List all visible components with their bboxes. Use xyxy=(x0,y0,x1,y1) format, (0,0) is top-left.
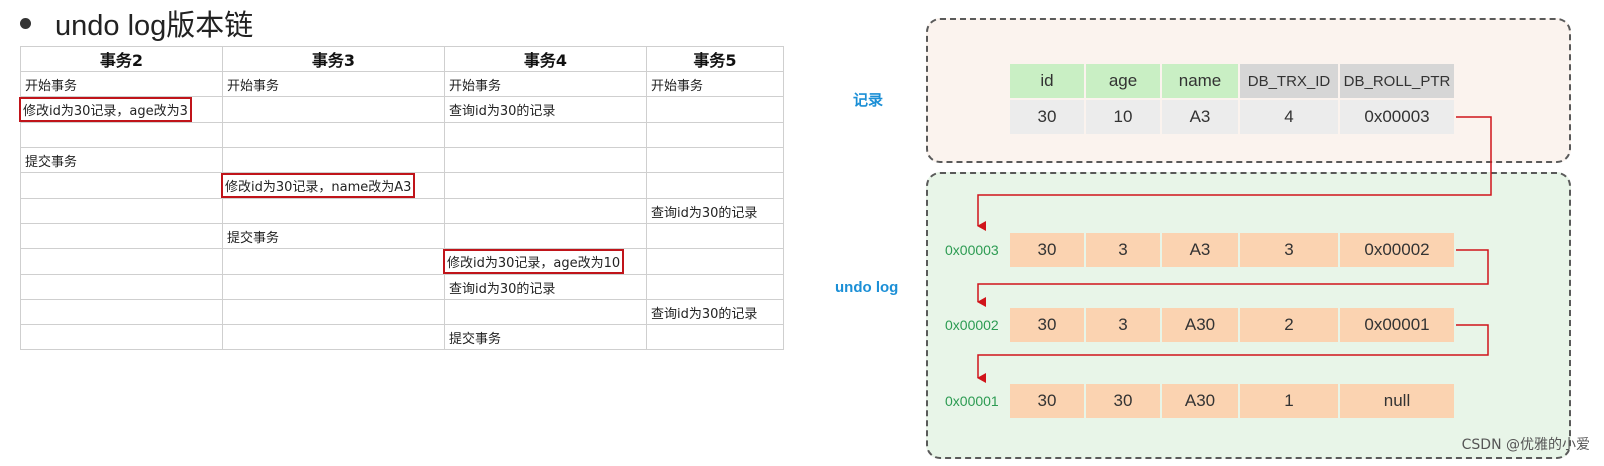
table-cell: 查询id为30的记录 xyxy=(444,274,647,300)
record-header-name: name xyxy=(1162,64,1238,98)
table-cell xyxy=(444,122,647,148)
table-cell: 提交事务 xyxy=(222,223,445,249)
table-cell xyxy=(646,274,784,300)
undo-cell: null xyxy=(1340,384,1454,418)
record-header-age: age xyxy=(1086,64,1160,98)
undo-cell: 3 xyxy=(1086,233,1160,267)
highlighted-operation: 修改id为30记录，age改为3 xyxy=(19,97,192,122)
table-row: 修改id为30记录，age改为10 xyxy=(20,248,784,275)
table-cell: 开始事务 xyxy=(20,71,223,97)
table-cell xyxy=(646,147,784,173)
highlighted-operation: 修改id为30记录，age改为10 xyxy=(443,249,625,274)
table-header-row: 事务2 事务3 事务4 事务5 xyxy=(20,46,784,72)
table-cell: 查询id为30的记录 xyxy=(646,299,784,325)
table-row: 提交事务 xyxy=(20,223,784,249)
table-cell: 修改id为30记录，age改为10 xyxy=(443,248,647,275)
table-cell xyxy=(20,324,223,350)
record-value-roll-ptr: 0x00003 xyxy=(1340,100,1454,134)
table-row: 查询id为30的记录 xyxy=(20,198,784,224)
record-header-roll-ptr: DB_ROLL_PTR xyxy=(1340,64,1454,98)
transaction-table: 事务2 事务3 事务4 事务5 开始事务 开始事务 开始事务 开始事务 修改id… xyxy=(19,46,784,350)
table-cell xyxy=(444,147,647,173)
title-text: undo log版本链 xyxy=(55,10,254,42)
record-header-trx-id: DB_TRX_ID xyxy=(1240,64,1338,98)
undo-cell: 0x00002 xyxy=(1340,233,1454,267)
table-cell xyxy=(222,96,445,123)
arrow-record-to-undo1 xyxy=(977,116,1492,231)
undo-cell: 3 xyxy=(1086,308,1160,342)
undo-cell: A30 xyxy=(1162,308,1238,342)
table-cell xyxy=(222,248,445,275)
table-cell xyxy=(646,122,784,148)
table-cell xyxy=(444,223,647,249)
record-value-age: 10 xyxy=(1086,100,1160,134)
table-row xyxy=(20,122,784,148)
undo-cell: 2 xyxy=(1240,308,1338,342)
undo-cell: A3 xyxy=(1162,233,1238,267)
bullet-icon xyxy=(20,17,31,29)
table-cell xyxy=(444,198,647,224)
undo-cell: 30 xyxy=(1086,384,1160,418)
table-row: 开始事务 开始事务 开始事务 开始事务 xyxy=(20,71,784,97)
record-value-trx-id: 4 xyxy=(1240,100,1338,134)
table-cell: 开始事务 xyxy=(444,71,647,97)
record-label: 记录 xyxy=(853,92,884,109)
undo-cell: 1 xyxy=(1240,384,1338,418)
table-cell xyxy=(646,248,784,275)
table-cell: 开始事务 xyxy=(222,71,445,97)
undo-address: 0x00003 xyxy=(945,242,999,258)
record-value-id: 30 xyxy=(1010,100,1084,134)
record-header-id: id xyxy=(1010,64,1084,98)
table-cell xyxy=(646,324,784,350)
table-cell: 开始事务 xyxy=(646,71,784,97)
table-cell xyxy=(646,96,784,123)
undo-cell: A30 xyxy=(1162,384,1238,418)
arrow-undo1-to-undo2 xyxy=(977,249,1489,307)
header-tx5: 事务5 xyxy=(646,46,784,72)
record-value-name: A3 xyxy=(1162,100,1238,134)
table-cell: 提交事务 xyxy=(444,324,647,350)
undo-cell: 30 xyxy=(1010,384,1084,418)
undo-address: 0x00001 xyxy=(945,393,999,409)
table-cell: 查询id为30的记录 xyxy=(646,198,784,224)
highlighted-operation: 修改id为30记录，name改为A3 xyxy=(221,173,416,198)
undo-cell: 3 xyxy=(1240,233,1338,267)
arrow-undo2-to-undo3 xyxy=(977,324,1489,383)
table-row: 提交事务 xyxy=(20,324,784,350)
table-cell xyxy=(444,172,647,199)
undo-cell: 30 xyxy=(1010,233,1084,267)
table-cell xyxy=(20,248,223,275)
table-cell: 提交事务 xyxy=(20,147,223,173)
table-row: 修改id为30记录，age改为3 查询id为30的记录 xyxy=(19,96,784,123)
table-row: 提交事务 xyxy=(20,147,784,173)
table-cell: 查询id为30的记录 xyxy=(444,96,647,123)
table-cell xyxy=(222,324,445,350)
table-cell xyxy=(222,122,445,148)
undo-cell: 0x00001 xyxy=(1340,308,1454,342)
slide-title: undo log版本链 xyxy=(14,2,253,44)
table-cell: 修改id为30记录，name改为A3 xyxy=(221,172,445,199)
table-cell: 修改id为30记录，age改为3 xyxy=(19,96,223,123)
undo-address: 0x00002 xyxy=(945,317,999,333)
table-row: 查询id为30的记录 xyxy=(20,274,784,300)
undo-log-label: undo log xyxy=(835,279,899,296)
undo-cell: 30 xyxy=(1010,308,1084,342)
watermark: CSDN @优雅的小爱 xyxy=(1461,437,1590,453)
